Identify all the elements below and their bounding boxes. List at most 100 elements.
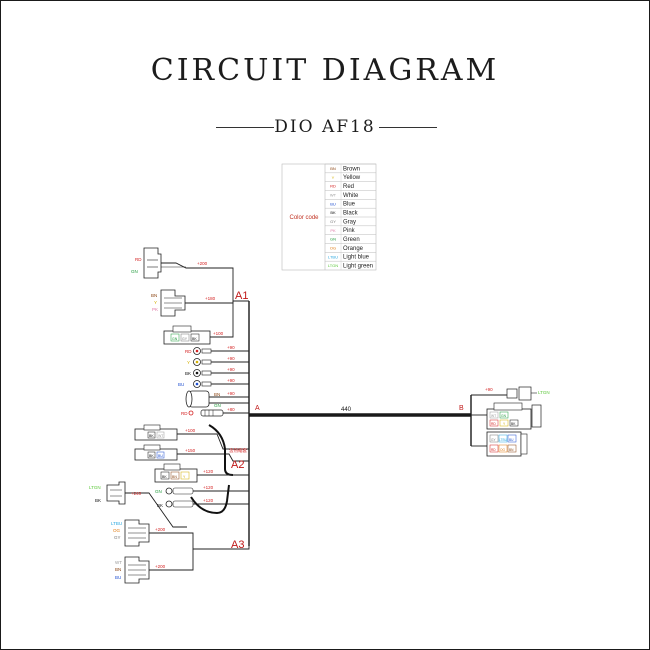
wire-label: BK: [157, 503, 163, 508]
right-connector-lower: GY LTBU BU RD OG BN: [471, 431, 528, 457]
ring-terminal-3: BK +90: [185, 367, 249, 377]
wire-label: BK: [149, 434, 154, 438]
wire-label: PK: [152, 307, 158, 312]
legend-row: PK Pink: [325, 225, 376, 235]
legend-abbr: BN: [330, 166, 336, 171]
wire-label: BN: [509, 448, 514, 452]
legend-name: Light blue: [343, 255, 370, 261]
wire-label: BN: [115, 567, 121, 572]
harness-trunk: [248, 301, 472, 546]
legend-row: BN Brown: [325, 163, 376, 173]
wire-label: LTBU: [111, 521, 122, 526]
connector-c8: GN +120: [155, 485, 249, 495]
legend-name: Yellow: [343, 175, 361, 181]
wire-label: OG: [113, 528, 121, 533]
connector-c2: BN Y PK +180: [151, 289, 234, 317]
wire-label: BK: [149, 454, 154, 458]
right-connector-main: WT GN RD Y BK: [471, 402, 542, 430]
wire-label: GY: [182, 337, 188, 341]
legend-abbr: LTGN: [328, 263, 338, 268]
connector-c7: BK BN Y +120: [154, 463, 249, 483]
legend-name: Blue: [343, 202, 356, 208]
wire-label: BK: [162, 475, 167, 479]
wire-label: BU: [158, 454, 163, 458]
length-label: +80: [227, 407, 235, 412]
junction-a1-label: A1: [235, 290, 248, 302]
legend-abbr: OG: [330, 246, 336, 251]
connector-c6: BK BU +150: [134, 444, 249, 462]
wire-label: LTGN: [538, 390, 550, 395]
length-label: +100: [213, 331, 224, 336]
length-label: +120: [203, 498, 214, 503]
legend-name: White: [343, 193, 359, 199]
heat-shrink-tube: [190, 484, 230, 515]
length-label: +200: [155, 527, 166, 532]
length-label: +180: [205, 296, 216, 301]
legend-title: Color code: [289, 215, 319, 221]
wire-label: GN: [214, 403, 221, 408]
wire-label: GN: [131, 269, 138, 274]
legend-name: Pink: [343, 228, 356, 234]
length-label: +90: [227, 356, 235, 361]
wire-label: BU: [178, 382, 184, 387]
legend-name: Red: [343, 184, 354, 190]
wire-label: BK: [95, 498, 101, 503]
length-label: +90: [227, 367, 235, 372]
wire-label: Y: [187, 360, 190, 365]
wire-label: BN: [214, 392, 220, 397]
wire-label: Y: [154, 300, 157, 305]
junction-a2-label: A2: [231, 459, 244, 471]
legend-name: Brown: [343, 166, 360, 172]
junction-b-label: B: [459, 405, 464, 412]
legend-name: Orange: [343, 246, 364, 252]
fuse: RD +80: [181, 407, 249, 417]
wire-label: RD: [491, 422, 496, 426]
legend-name: Green: [343, 237, 360, 243]
connector-c12: WT BN BU +200: [115, 549, 194, 584]
wire-label: BU: [509, 438, 514, 442]
subtitle-left-rule: [216, 127, 274, 128]
legend-name: Black: [343, 211, 359, 217]
wire-label: Y: [503, 422, 506, 426]
legend-abbr: BU: [330, 201, 336, 206]
wire-label: GY: [491, 438, 496, 442]
length-label: +120: [203, 485, 214, 490]
wire-label: LTGN: [89, 485, 101, 490]
legend-row: WT White: [325, 190, 376, 200]
wire-label: RD: [135, 257, 142, 262]
wire-label: OG: [500, 448, 505, 452]
legend-abbr: BK: [330, 210, 336, 215]
subtitle-block: DIO AF18: [1, 117, 649, 137]
length-label: +100: [185, 428, 196, 433]
wire-label: RD: [181, 411, 188, 416]
ring-terminal-2: Y +90: [187, 356, 249, 366]
wire-label: WT: [115, 560, 122, 565]
wire-label: BK: [511, 422, 516, 426]
length-label: +240: [131, 491, 142, 496]
length-label: +150: [185, 448, 196, 453]
wire-label: GY: [114, 535, 121, 540]
legend-abbr: PK: [330, 228, 336, 233]
ring-terminal-4: BU +90: [178, 378, 249, 388]
heat-shrink-tube: [208, 424, 234, 476]
length-label: +200: [155, 564, 166, 569]
wire-label: BK: [185, 371, 191, 376]
length-label: +200: [197, 261, 208, 266]
legend-abbr: WT: [330, 193, 337, 198]
legend-abbr: LTBU: [328, 254, 338, 259]
length-label: +90: [485, 387, 493, 392]
wire-label: GN: [172, 337, 178, 341]
legend-name: Gray: [343, 219, 356, 225]
connector-c5: BK WT +100: [134, 424, 249, 450]
legend-row: LTBU Light blue: [325, 252, 376, 262]
wire-label: RD: [491, 448, 496, 452]
wire-label: WT: [491, 414, 496, 418]
connector-c11: LTBU OG GY +200: [111, 519, 250, 550]
page-subtitle: DIO AF18: [274, 117, 376, 137]
right-connector-small: LTGN +90: [471, 386, 550, 401]
